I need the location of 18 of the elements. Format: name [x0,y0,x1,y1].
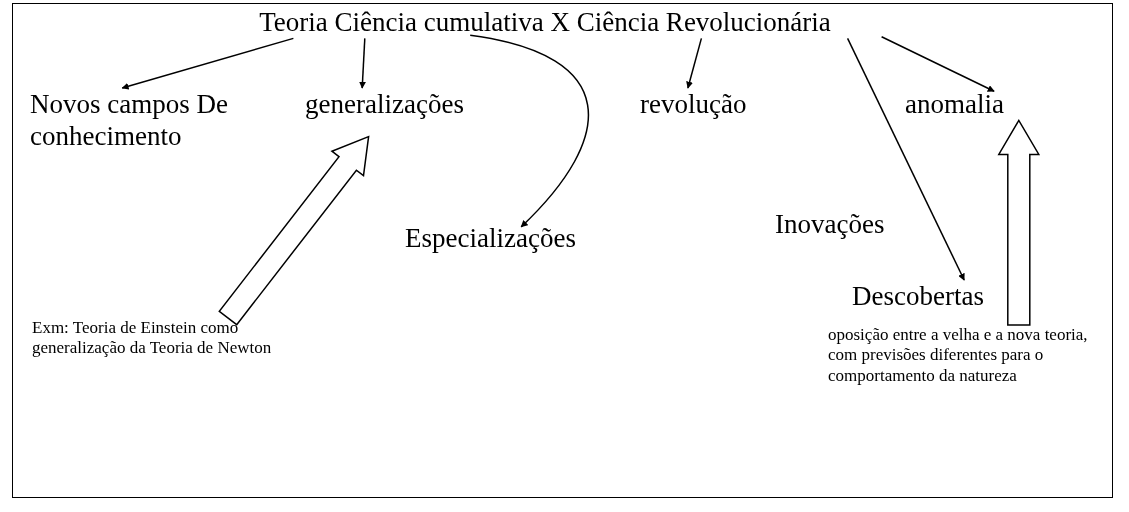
arrow [359,37,367,89]
concept-text: generalizações [305,88,464,121]
concept-text: Exm: Teoria de Einstein como generalização da Teoria de Newton [32,318,277,359]
concept-text: Novos campos De conhecimento [30,88,235,153]
arrow [686,37,703,89]
arrow [880,36,995,92]
concept-text: revolução [640,88,747,121]
arrow [469,34,589,228]
concept-text: oposição entre a velha e a nova teoria, com previsões diferentes para o comportamento da natureza [828,325,1118,387]
concept-label: Inovações [775,208,885,241]
concept-text: Especializações [405,222,576,255]
concept-text: Teoria Ciência cumulativa X Ciência Revolucionária [205,6,885,39]
concept-text: Descobertas [852,280,984,313]
block-arrow [997,118,1041,326]
concept-text: anomalia [905,88,1004,121]
arrow [121,37,295,90]
arrow [846,37,965,281]
block-arrow [218,135,370,326]
